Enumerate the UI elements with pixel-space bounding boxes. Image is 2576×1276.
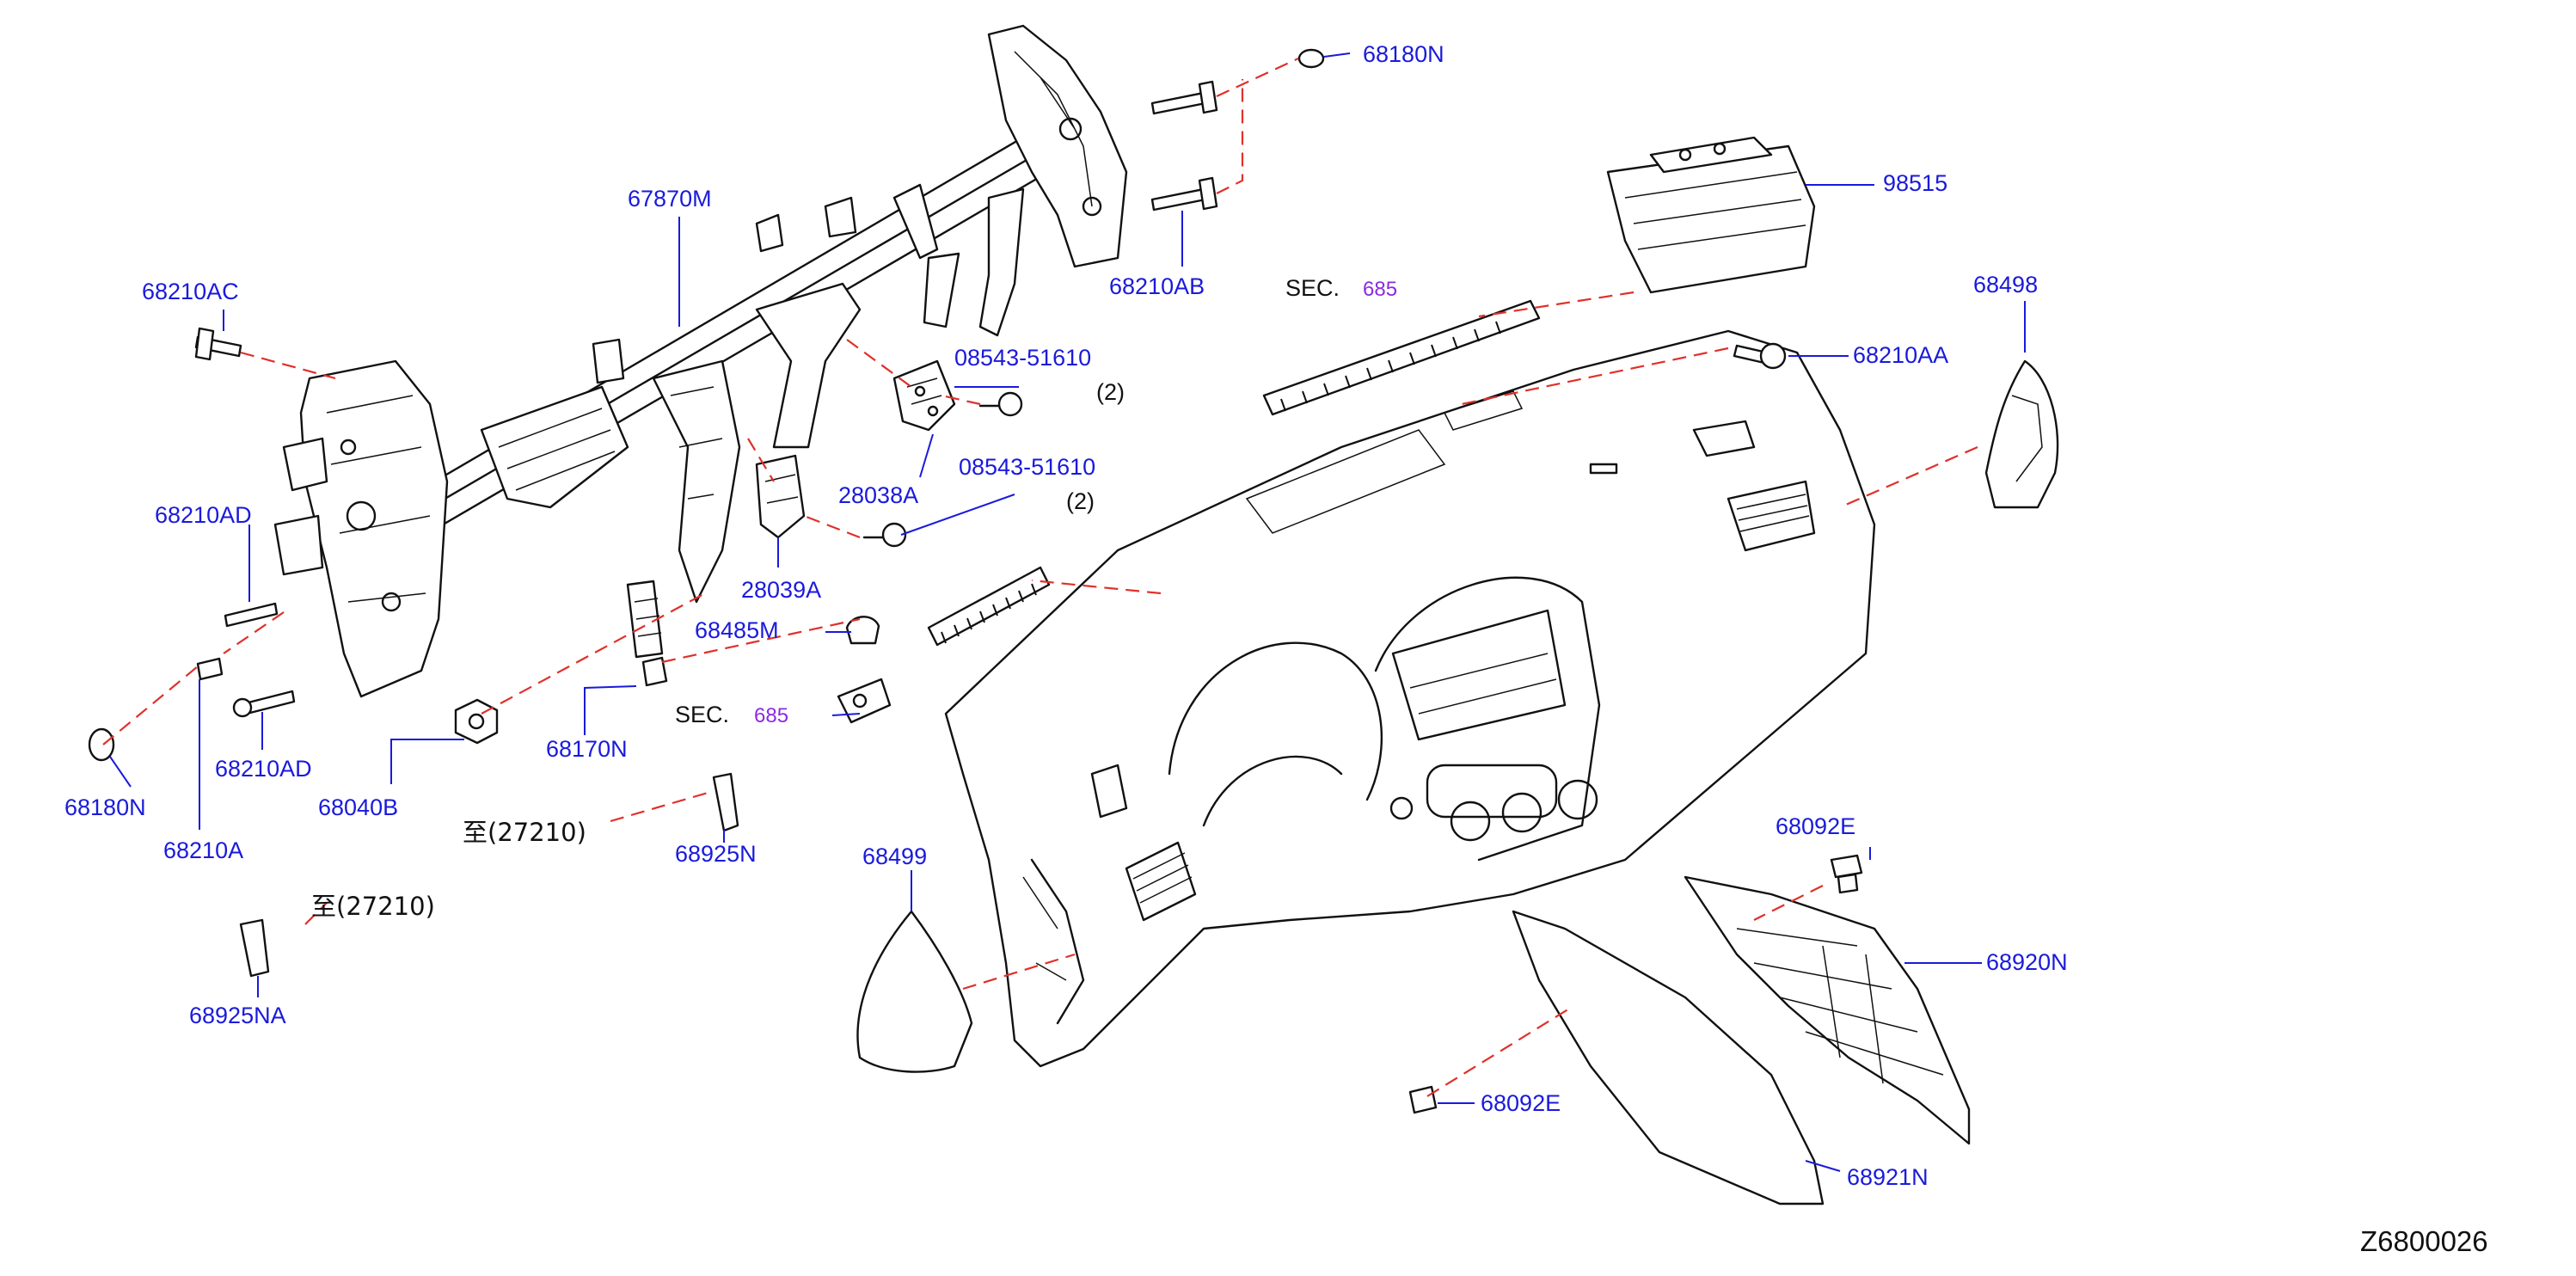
bracket-68925na-icon (239, 918, 270, 978)
label-68170n: 68170N (546, 736, 628, 762)
clip-68092e-bottom-icon (1408, 1085, 1438, 1114)
bolt-68210ac-icon (194, 327, 242, 361)
part-labels: 68180N 68210AB 98515 67870M 68210AC 0854… (64, 41, 2488, 1257)
label-68925n: 68925N (675, 841, 757, 867)
label-68210ac: 68210AC (142, 279, 239, 304)
ref-to-27210-a: 至(27210) (463, 818, 586, 847)
bolt-68210ad-lower-icon (232, 690, 296, 718)
qty-08543-lower: (2) (1066, 488, 1095, 514)
bolt-68180n-top-icon (1297, 48, 1325, 69)
label-68210ad-upper: 68210AD (155, 502, 252, 528)
label-98515: 98515 (1883, 170, 1947, 196)
label-68092e-bottom: 68092E (1481, 1090, 1561, 1116)
sec-number-mid: 685 (754, 704, 788, 727)
nut-68040b-icon (454, 698, 499, 745)
label-68210aa: 68210AA (1853, 342, 1948, 368)
bolt-68210ab-lower-icon (1150, 176, 1218, 212)
label-68210ad-lower: 68210AD (215, 756, 312, 782)
qty-08543-upper: (2) (1096, 379, 1125, 405)
label-68920n: 68920N (1986, 949, 2068, 975)
label-68040b: 68040B (318, 794, 398, 820)
clip-68170n-icon (641, 656, 668, 687)
ref-to-27210-b: 至(27210) (311, 892, 435, 921)
label-28038a: 28038A (838, 482, 918, 508)
label-68210ab: 68210AB (1109, 273, 1205, 299)
steering-member-67870m-icon (273, 24, 1128, 698)
side-defrost-grille-icon (927, 566, 1051, 647)
assembly-dashed-lines (102, 58, 1978, 1097)
screw-08543-upper-icon (978, 391, 1023, 417)
label-68180n-top: 68180N (1363, 41, 1444, 67)
bracket-sec-685-icon (837, 678, 892, 724)
clip-68485m-cap-icon (845, 616, 880, 645)
lower-cover-68921n-icon (1512, 910, 1825, 1205)
label-68921n: 68921N (1847, 1164, 1929, 1190)
leader-lines (109, 52, 2026, 1172)
label-68498: 68498 (1973, 272, 2038, 298)
bracket-68925n-icon (712, 772, 739, 832)
label-68485m: 68485M (695, 617, 779, 643)
bolt-68210ab-upper-icon (1150, 80, 1218, 115)
lower-panel-68920n-icon (1684, 875, 1971, 1145)
label-68499: 68499 (862, 844, 927, 869)
label-68210a: 68210A (163, 837, 243, 863)
side-cover-68499-icon (856, 910, 973, 1073)
bolt-68210ad-upper-icon (224, 602, 279, 628)
label-08543-lower: 08543-51610 (959, 454, 1095, 480)
diagram-id: Z6800026 (2360, 1225, 2488, 1257)
bolt-68210aa-icon (1733, 342, 1787, 370)
center-defrost-grille-icon (1262, 299, 1541, 416)
screw-08543-lower-icon (862, 522, 907, 548)
side-cover-68498-icon (1984, 359, 2059, 509)
cap-68180n-left-icon (88, 727, 115, 762)
instrument-panel-icon (944, 329, 1876, 1068)
bracket-28039a-icon (755, 454, 806, 539)
label-68925na: 68925NA (189, 1003, 286, 1028)
label-68180n-left: 68180N (64, 794, 146, 820)
airbag-module-98515-icon (1606, 136, 1816, 294)
bracket-28038a-icon (892, 359, 956, 432)
label-67870m: 67870M (628, 186, 712, 212)
label-68092e-top: 68092E (1776, 813, 1855, 839)
label-08543-upper: 08543-51610 (954, 345, 1091, 371)
clip-68092e-top-icon (1830, 854, 1863, 894)
label-28039a: 28039A (741, 577, 821, 603)
sec-word-top: SEC. (1285, 275, 1340, 301)
clip-68210a-icon (196, 657, 224, 681)
sec-number-top: 685 (1363, 278, 1397, 301)
sec-word-mid: SEC. (675, 702, 729, 727)
